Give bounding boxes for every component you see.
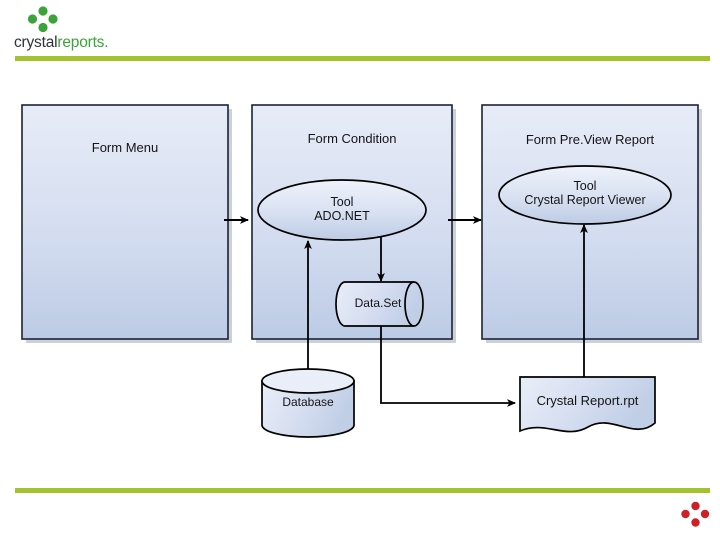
connector-dataset-to-crystal-report-rpt [380, 322, 516, 407]
node-database [261, 368, 355, 438]
label-crystal-report-rpt: Crystal Report.rpt [536, 393, 639, 408]
label-tool-crystal-report-viewer-line1: Tool [573, 179, 597, 193]
red-diamond-icon [679, 501, 711, 531]
brand-word-reports: reports [57, 34, 105, 51]
node-tool-crystal-report-viewer [498, 165, 672, 225]
label-dataset: Data.Set [354, 296, 402, 310]
footer-rule [15, 488, 710, 493]
label-database: Database [282, 395, 334, 409]
container-form-menu [21, 104, 229, 340]
label-form-menu: Form Menu [91, 140, 159, 155]
node-dataset [335, 281, 424, 327]
brand-logo: crystalreports. [14, 4, 134, 56]
brand-word-crystal: crystal [14, 34, 58, 51]
label-form-preview-report: Form Pre.View Report [525, 132, 655, 147]
label-form-condition: Form Condition [307, 131, 397, 146]
crystal-reports-diamond-icon [26, 6, 60, 34]
label-tool-ado-net-line2: ADO.NET [314, 209, 370, 223]
label-tool-crystal-report-viewer-line2: Crystal Report Viewer [524, 193, 646, 207]
brand-wordmark: crystalreports. [14, 34, 109, 52]
node-crystal-report-rpt [519, 376, 656, 433]
label-tool-ado-net-line1: Tool [330, 195, 354, 209]
header-rule [15, 56, 710, 61]
brand-word-dot: . [104, 34, 109, 51]
node-tool-ado-net [257, 179, 427, 241]
